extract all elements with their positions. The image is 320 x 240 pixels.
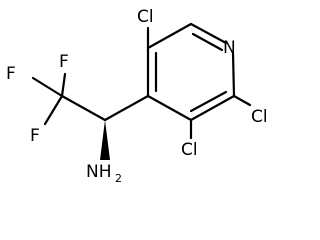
atom-f3: F (30, 126, 40, 146)
bond-chiral-cf3 (60, 94, 107, 122)
bond-c3-cl-right (232, 94, 252, 107)
chemical-structure: Cl N Cl Cl F F F NH 2 (6, 7, 268, 185)
atom-cl-top: Cl (137, 7, 154, 27)
ring-bond-c2-n (189, 22, 228, 45)
ring-bond-c2-n-inner (191, 32, 224, 52)
atom-n: N (223, 38, 236, 58)
bond-cf3-f2 (31, 76, 64, 98)
bond-c5-chiral (103, 94, 150, 122)
bond-cf3-f1 (60, 72, 67, 98)
wedge-bond-amine (100, 120, 110, 160)
atom-f2: F (6, 64, 16, 84)
ring-bond-c3-c4 (189, 94, 236, 122)
atom-amine-n: NH (86, 162, 112, 182)
atom-cl-right: Cl (251, 107, 268, 127)
bond-cf3-f3 (43, 94, 64, 126)
ring-bond-c4-c5 (146, 94, 193, 122)
ring-bond-n-c3 (231, 51, 236, 98)
atom-f1: F (59, 52, 69, 72)
ring-bond-c1-c2 (146, 22, 193, 50)
ring-bond-c3-c4-inner (189, 90, 228, 113)
atom-amine-subscript: 2 (115, 172, 122, 185)
atom-cl-bottom: Cl (181, 140, 198, 160)
